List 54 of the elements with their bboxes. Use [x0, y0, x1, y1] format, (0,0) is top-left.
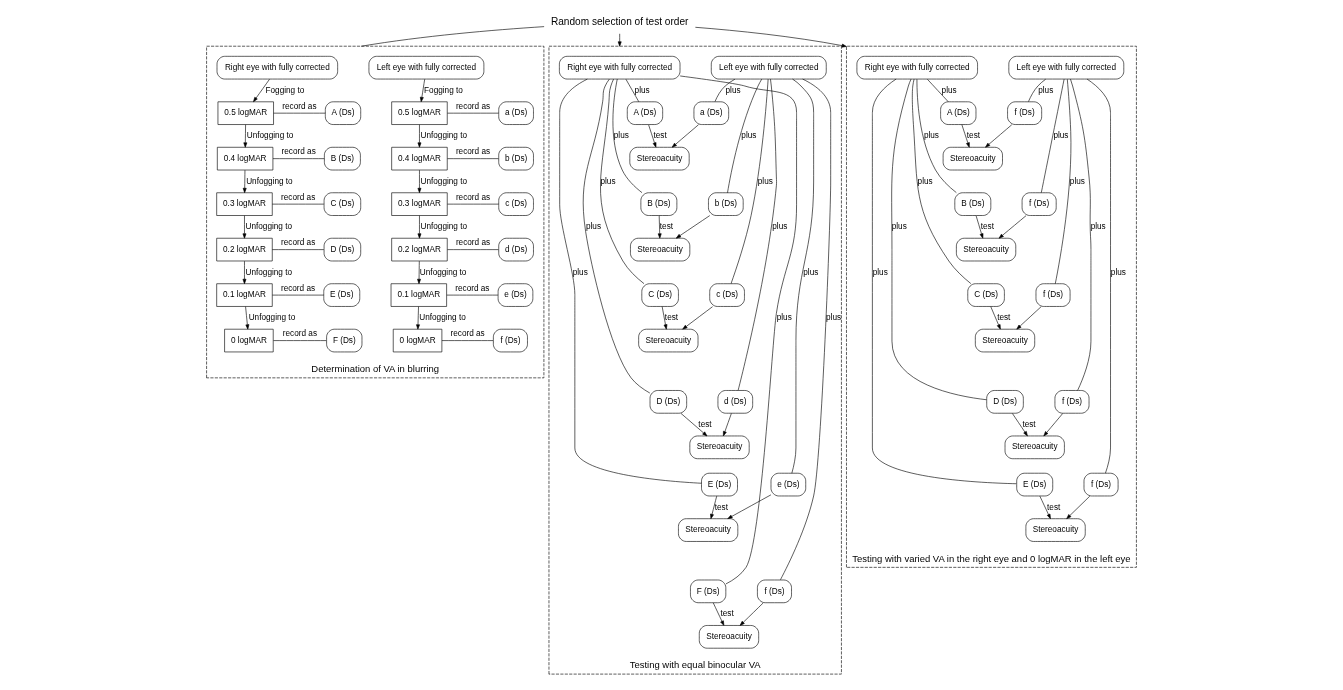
arrow [727, 494, 772, 519]
arrow [680, 413, 708, 437]
arrow [253, 78, 270, 103]
connector [1055, 78, 1072, 284]
arrow [243, 124, 248, 148]
arrow [975, 215, 984, 239]
arrow [417, 215, 422, 239]
arrow [998, 215, 1027, 239]
arrow [723, 413, 732, 437]
connector [272, 158, 325, 159]
arrow [242, 169, 247, 193]
arrow [682, 306, 713, 330]
arrow [416, 306, 420, 330]
arrow [1012, 413, 1028, 437]
connector [273, 112, 326, 114]
connector [737, 78, 777, 391]
connector [625, 78, 640, 103]
arrow [1039, 495, 1051, 519]
arrow [1043, 413, 1064, 437]
arrow [739, 602, 764, 626]
arrow [710, 495, 717, 519]
arrow [242, 260, 247, 284]
arrow [985, 124, 1013, 148]
connector [600, 78, 645, 284]
connector [727, 78, 762, 193]
arrow [617, 33, 622, 47]
connector [271, 249, 325, 250]
arrow [671, 124, 699, 148]
arrow [1016, 306, 1042, 330]
arrow [420, 78, 425, 103]
arrow [245, 306, 250, 330]
arrow [657, 215, 662, 239]
connector [1070, 78, 1092, 391]
arrow [661, 306, 668, 330]
arrow [242, 215, 247, 239]
connector [441, 340, 494, 341]
connector [730, 78, 769, 284]
node-text: Random selection of test order [550, 15, 689, 27]
connector [559, 78, 702, 484]
arrow [417, 124, 422, 148]
arrow [712, 602, 725, 626]
arrow [417, 260, 421, 284]
arrow [1066, 495, 1091, 519]
connector [679, 75, 797, 585]
arrow [695, 26, 847, 48]
arrow [417, 169, 422, 193]
arrow [961, 124, 970, 148]
connector [714, 78, 736, 102]
connector [780, 78, 831, 581]
connector [1086, 78, 1111, 474]
connector [872, 78, 1017, 485]
arrow [675, 215, 711, 239]
arrow [648, 124, 657, 148]
arrow [990, 306, 1001, 330]
